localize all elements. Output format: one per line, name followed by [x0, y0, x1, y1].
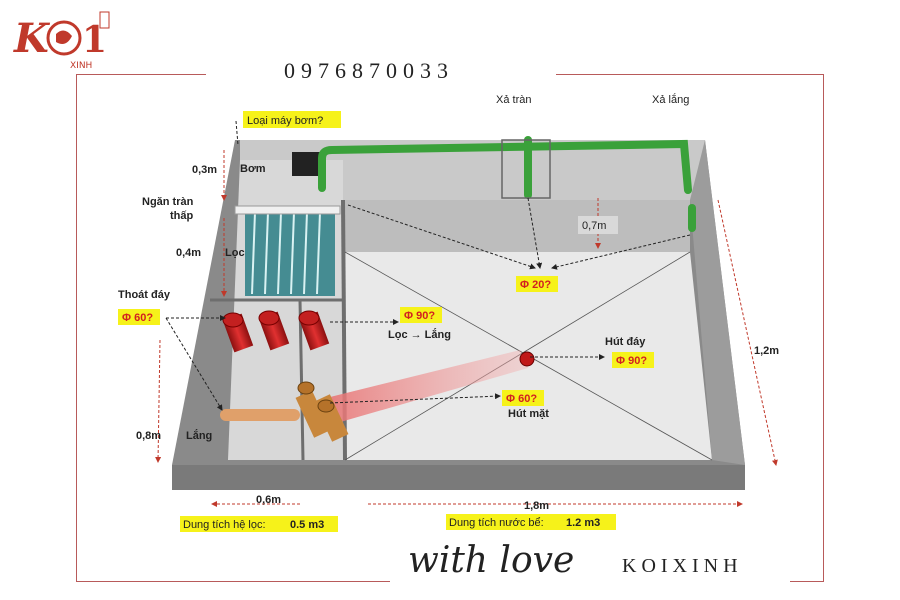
tagline: with love: [408, 540, 575, 581]
pond-back-wall: [343, 200, 690, 252]
brand-name: KOIXINH: [622, 555, 743, 577]
pump-type-highlight: [243, 111, 341, 128]
svg-text:XINH: XINH: [70, 61, 92, 71]
bottom-drain: [519, 351, 535, 367]
pump-type-question: Loại máy bơm?: [247, 115, 323, 127]
overflow-box: [501, 139, 551, 199]
svg-text:1: 1: [82, 19, 107, 61]
bottom-drain-out-label: Thoát đáy: [118, 289, 171, 301]
dim-0-3m: 0,3m: [192, 164, 217, 176]
filter-to-settle-label: Lọc → Lắng: [388, 328, 451, 341]
phi90-filter-tag: Φ 90?: [404, 310, 435, 322]
pond-volume-label: Dung tích nước bể:: [449, 517, 544, 529]
dim-1-2m: 1,2m: [754, 345, 779, 357]
dim-0-7m: 0,7m: [582, 220, 606, 232]
filter-label: Lọc: [225, 247, 245, 259]
phone-number[interactable]: 0976870033: [284, 58, 454, 83]
phi60-surface-tag: Φ 60?: [506, 393, 537, 405]
tank-front-wall: [172, 465, 745, 490]
back-wall-top: [240, 140, 705, 200]
dim-1-8m: 1,8m: [524, 500, 549, 512]
low-weir-label-1: Ngăn tràn: [142, 196, 194, 208]
koixinh-logo: K 1 XINH: [13, 11, 110, 71]
filter-volume-value: 0.5 m3: [290, 519, 324, 531]
pump-label: Bơm: [240, 163, 266, 175]
phi20-tag: Φ 20?: [520, 279, 551, 291]
dim-0-6m: 0,6m: [256, 494, 281, 506]
settle-divider: [298, 299, 305, 461]
low-weir-label-2: thấp: [170, 210, 194, 222]
surface-suction-label: Hút mặt: [508, 408, 549, 420]
return-pipe: [318, 136, 696, 232]
dim-0-8m: 0,8m: [136, 430, 161, 442]
phi90-bottom-tag: Φ 90?: [616, 355, 647, 367]
bottom-suction-label: Hút đáy: [605, 336, 646, 348]
dim-0-4m: 0,4m: [176, 247, 201, 259]
frame-gap-bottom: [390, 572, 790, 592]
settle-label: Lắng: [186, 429, 212, 442]
pond-volume-value: 1.2 m3: [566, 517, 600, 529]
svg-text:K: K: [13, 15, 51, 62]
settle-outlet-label: Xả lắng: [652, 93, 689, 106]
pump-box: [292, 152, 320, 176]
filter-outlet-pipes: [222, 310, 330, 353]
surface-suction-beam: [318, 350, 528, 425]
phi60-drain-tag: Φ 60?: [122, 312, 153, 324]
frame-gap-top: [206, 66, 556, 82]
filter-media: [234, 205, 341, 296]
pond-right-wall: [690, 140, 745, 465]
filter-volume-label: Dung tích hệ lọc:: [183, 519, 266, 531]
settle-pipes: [220, 381, 349, 442]
overflow-label: Xả tràn: [496, 94, 531, 106]
